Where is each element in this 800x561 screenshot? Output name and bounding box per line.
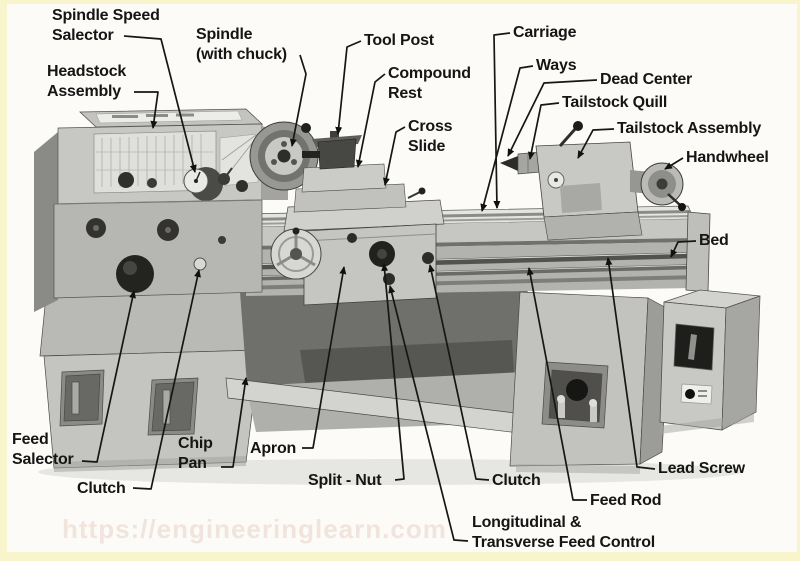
leader-clutch-right <box>428 264 490 481</box>
frame-edge-top <box>0 0 800 4</box>
carriage-part <box>270 131 445 306</box>
label-dead-center: Dead Center <box>600 71 693 88</box>
dead-center-part <box>500 156 518 171</box>
carriage-handwheel <box>270 227 322 280</box>
label-spindle-with-chuck: Spindle (with chuck) <box>196 26 287 63</box>
watermark-url: https://engineeringlearn.com <box>62 514 447 544</box>
feed-selector-knob <box>116 255 154 293</box>
leader-clutch-left <box>132 269 201 490</box>
clutch-knob-left <box>193 257 207 271</box>
label-lead-screw: Lead Screw <box>658 460 745 477</box>
frame-edge-left <box>0 0 7 561</box>
leader-ways <box>480 65 534 212</box>
chip-pan-part <box>225 282 545 437</box>
leader-carriage <box>493 32 511 209</box>
bed-end-bracket <box>685 211 711 293</box>
frame-edge-bottom <box>0 552 800 561</box>
label-compound-rest: Compound Rest <box>388 65 471 102</box>
label-tailstock-assembly: Tailstock Assembly <box>617 120 762 137</box>
compound-rest-part <box>301 163 387 193</box>
right-pedestal-part <box>509 291 671 474</box>
leader-apron <box>302 266 347 449</box>
label-ways: Ways <box>536 57 577 74</box>
frame-edge-right <box>797 0 800 561</box>
label-clutch-left: Clutch <box>77 480 126 497</box>
label-tailstock-quill: Tailstock Quill <box>562 94 668 111</box>
apron-part <box>270 223 437 306</box>
clutch-knob-right <box>422 252 434 264</box>
label-apron: Apron <box>250 440 297 457</box>
headstock-part <box>34 108 319 312</box>
electrical-box-part <box>659 289 761 434</box>
leader-tailstock-quill <box>527 102 560 160</box>
leader-chip-pan <box>221 377 249 468</box>
label-clutch-right: Clutch <box>492 472 541 489</box>
power-button <box>685 389 695 399</box>
label-longitudinal-transverse-feed-control: Longitudinal & Transverse Feed Control <box>472 514 656 551</box>
leader-tailstock-assembly <box>577 128 615 159</box>
label-tool-post: Tool Post <box>364 32 434 49</box>
leader-headstock-assembly <box>134 91 159 129</box>
tailstock-part <box>500 121 686 241</box>
label-headstock-assembly: Headstock Assembly <box>47 63 127 100</box>
label-cross-slide: Cross Slide <box>408 118 453 155</box>
label-handwheel: Handwheel <box>686 149 769 166</box>
leader-longitudinal-transverse <box>388 285 469 542</box>
label-bed: Bed <box>699 232 729 249</box>
leader-dead-center <box>507 79 598 157</box>
leader-tool-post <box>335 40 362 135</box>
tailstock-handwheel <box>640 162 686 211</box>
leader-compound-rest <box>355 73 386 168</box>
tool-post-part <box>302 131 362 170</box>
leader-feed-rod <box>526 267 587 501</box>
leader-spindle-speed-selector <box>123 35 197 173</box>
label-split-nut: Split - Nut <box>308 472 382 489</box>
leader-bed <box>670 240 697 258</box>
label-spindle-speed-selector: Spindle Speed Salector <box>52 7 160 44</box>
label-chip-pan: Chip Pan <box>178 435 213 472</box>
leader-lines <box>81 32 697 542</box>
leader-cross-slide <box>382 126 406 186</box>
leader-spindle-with-chuck <box>289 54 307 147</box>
label-carriage: Carriage <box>513 24 577 41</box>
spindle-speed-dial <box>183 167 223 201</box>
leader-handwheel <box>664 157 684 170</box>
leader-feed-selector <box>81 290 136 463</box>
label-feed-rod: Feed Rod <box>590 492 662 509</box>
feed-gearbox-knobs <box>86 218 226 293</box>
leader-lead-screw <box>605 257 656 470</box>
leader-split-nut <box>381 263 405 481</box>
label-feed-selector: Feed Salector <box>12 431 74 468</box>
